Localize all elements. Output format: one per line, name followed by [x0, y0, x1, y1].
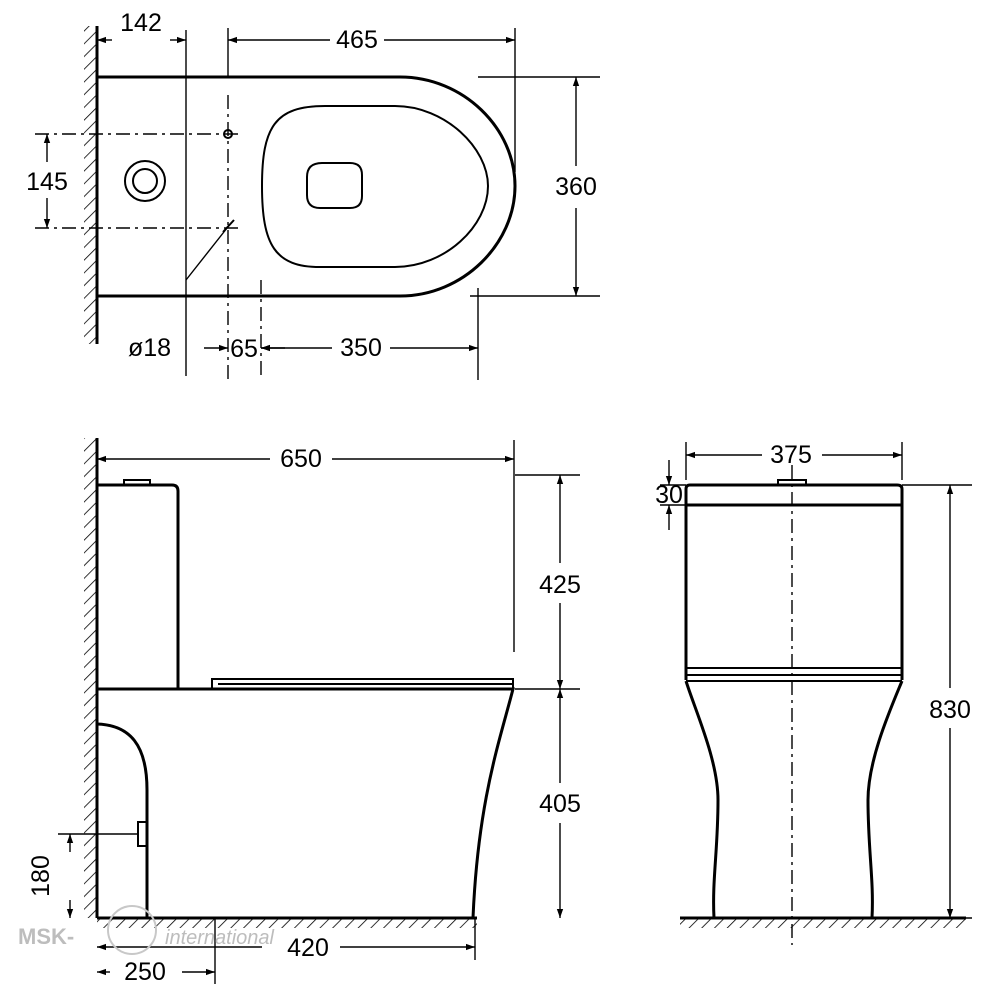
dim-label-250: 250: [124, 958, 166, 986]
dim-label-465: 465: [336, 26, 378, 54]
inlet-ring-outer: [124, 160, 166, 202]
dim-label-30: 30: [655, 481, 683, 509]
side-view: 650 425 405 180 420 250: [27, 438, 581, 986]
wall-hatch-side: [84, 438, 96, 918]
floor-hatch-front: [680, 919, 966, 928]
dim-label-425: 425: [539, 571, 581, 599]
flush-button-side: [123, 479, 151, 485]
inlet-ring-inner: [132, 168, 158, 194]
leader-line-hole: [185, 222, 232, 281]
dim-label-65: 65: [230, 335, 258, 363]
watermark-suffix: international: [165, 927, 275, 949]
wall-hatch-top: [84, 26, 96, 344]
cistern-body-front: [684, 505, 904, 680]
flush-button-front: [777, 479, 807, 485]
dim-label-405: 405: [539, 790, 581, 818]
pan-left-front: [684, 680, 720, 919]
front-view: 375 30 830: [655, 441, 972, 945]
dim-label-375: 375: [770, 441, 812, 469]
seat-opening-top: [260, 105, 490, 268]
watermark-brand: MSK-: [18, 924, 74, 949]
dim-label-360: 360: [555, 173, 597, 201]
dim-label-145: 145: [26, 168, 68, 196]
dim-label-142: 142: [120, 9, 162, 37]
dim-label-830: 830: [929, 696, 971, 724]
dim-label-hole-diameter: ø18: [128, 334, 171, 362]
pan-right-front: [866, 680, 904, 919]
seat-lid-side: [211, 678, 514, 689]
watermark-seal-icon: [107, 905, 157, 955]
dim-label-350: 350: [340, 334, 382, 362]
dim-label-650: 650: [280, 445, 322, 473]
top-view: 142 465 145 360 ø18 65 350: [26, 9, 600, 380]
pan-outline-side: [97, 687, 515, 919]
floor-hatch-side: [97, 919, 477, 928]
cistern-lid-front: [684, 483, 904, 507]
trap-outline-side: [96, 722, 149, 918]
cistern-outline-side: [97, 483, 180, 689]
drain-outline-top: [306, 162, 363, 209]
watermark: MSK- international: [18, 905, 275, 955]
bowl-outline-top: [97, 75, 517, 298]
dim-label-180: 180: [27, 855, 55, 897]
dim-label-420: 420: [287, 934, 329, 962]
